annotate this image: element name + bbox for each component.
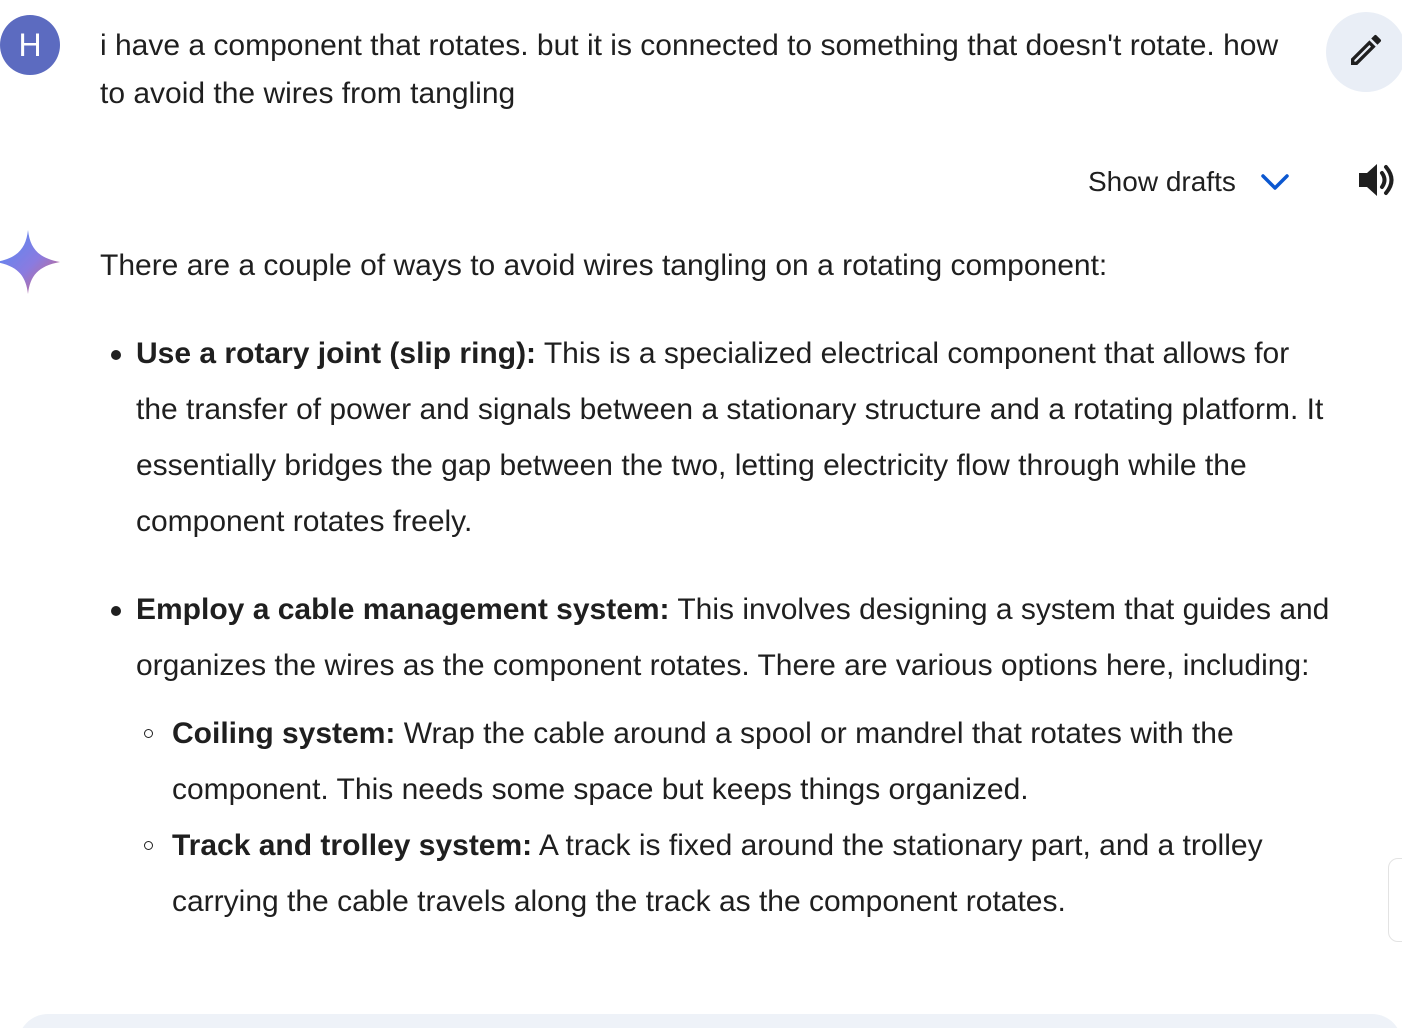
read-aloud-button[interactable]: [1355, 160, 1402, 204]
sub-list-item-title: Coiling system:: [172, 717, 396, 750]
response-sub-list: Coiling system: Wrap the cable around a …: [136, 706, 1330, 930]
list-item-text: This involves designing a system that gu…: [136, 593, 1330, 682]
response-bullet-list: Use a rotary joint (slip ring): This is …: [100, 326, 1330, 930]
user-avatar: H: [0, 15, 60, 75]
user-query-text: i have a component that rotates. but it …: [100, 29, 1279, 110]
gemini-sparkle-icon: [0, 230, 60, 294]
model-response: There are a couple of ways to avoid wire…: [100, 242, 1330, 962]
chevron-down-icon: [1260, 172, 1290, 192]
show-drafts-button[interactable]: Show drafts: [1088, 160, 1290, 204]
side-panel-handle[interactable]: [1388, 858, 1402, 942]
speaker-icon: [1355, 160, 1399, 205]
list-item: Use a rotary joint (slip ring): This is …: [100, 326, 1330, 550]
response-intro: There are a couple of ways to avoid wire…: [100, 249, 1108, 282]
list-item-title: Employ a cable management system:: [136, 593, 670, 626]
show-drafts-label: Show drafts: [1088, 166, 1236, 197]
sub-list-item: Coiling system: Wrap the cable around a …: [136, 706, 1330, 818]
list-item: Employ a cable management system: This i…: [100, 582, 1330, 930]
sub-list-item-title: Track and trolley system:: [172, 829, 533, 862]
edit-prompt-button[interactable]: [1326, 12, 1402, 92]
list-item-text: This is a specialized electrical compone…: [136, 337, 1324, 538]
prompt-input-area[interactable]: [18, 1014, 1402, 1028]
sub-list-item: Track and trolley system: A track is fix…: [136, 818, 1330, 930]
pencil-icon: [1346, 30, 1386, 75]
sub-list-item-text: A track is fixed around the stationary p…: [172, 829, 1263, 918]
list-item-title: Use a rotary joint (slip ring):: [136, 337, 537, 370]
sub-list-item-text: Wrap the cable around a spool or mandrel…: [172, 717, 1234, 806]
avatar-initial: H: [18, 26, 42, 63]
